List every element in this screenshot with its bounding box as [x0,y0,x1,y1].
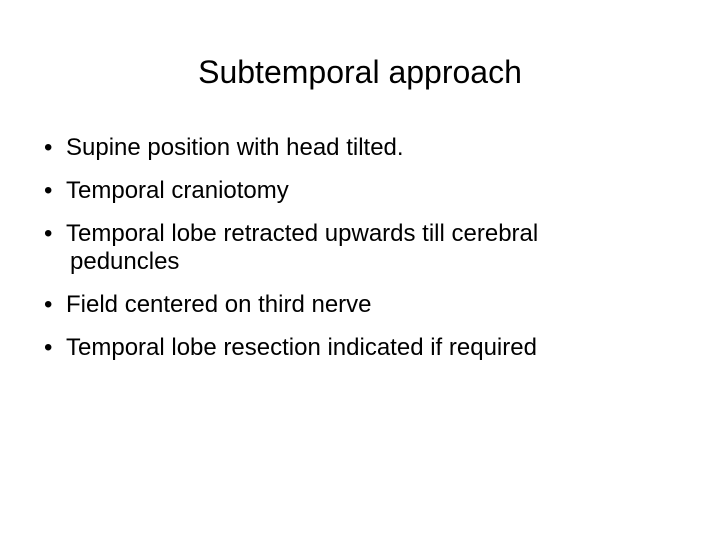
list-item: • Temporal craniotomy [44,177,684,205]
bullet-line: Supine position with head tilted. [66,134,404,161]
bullet-line-continued: peduncles [70,248,180,275]
list-item: • Supine position with head tilted. [44,134,684,162]
list-item: • Temporal lobe retracted upwards till c… [44,220,684,276]
bullet-icon: • [44,334,53,361]
bullet-line: Temporal craniotomy [66,177,289,204]
bullet-text: Temporal craniotomy [66,177,684,205]
bullet-text: Field centered on third nerve [66,291,684,319]
bullet-line: Field centered on third nerve [66,291,372,318]
list-item: • Field centered on third nerve [44,291,684,319]
bullet-line: Temporal lobe retracted upwards till cer… [66,220,539,247]
list-item: • Temporal lobe resection indicated if r… [44,334,684,362]
bullet-list: • Supine position with head tilted. • Te… [44,134,684,377]
bullet-text: Temporal lobe resection indicated if req… [66,334,684,362]
bullet-icon: • [44,220,53,247]
bullet-line: Temporal lobe resection indicated if req… [66,334,537,361]
bullet-icon: • [44,177,53,204]
bullet-text: Temporal lobe retracted upwards till cer… [66,220,684,276]
bullet-icon: • [44,291,53,318]
bullet-icon: • [44,134,53,161]
slide-title: Subtemporal approach [198,54,522,90]
bullet-text: Supine position with head tilted. [66,134,684,162]
